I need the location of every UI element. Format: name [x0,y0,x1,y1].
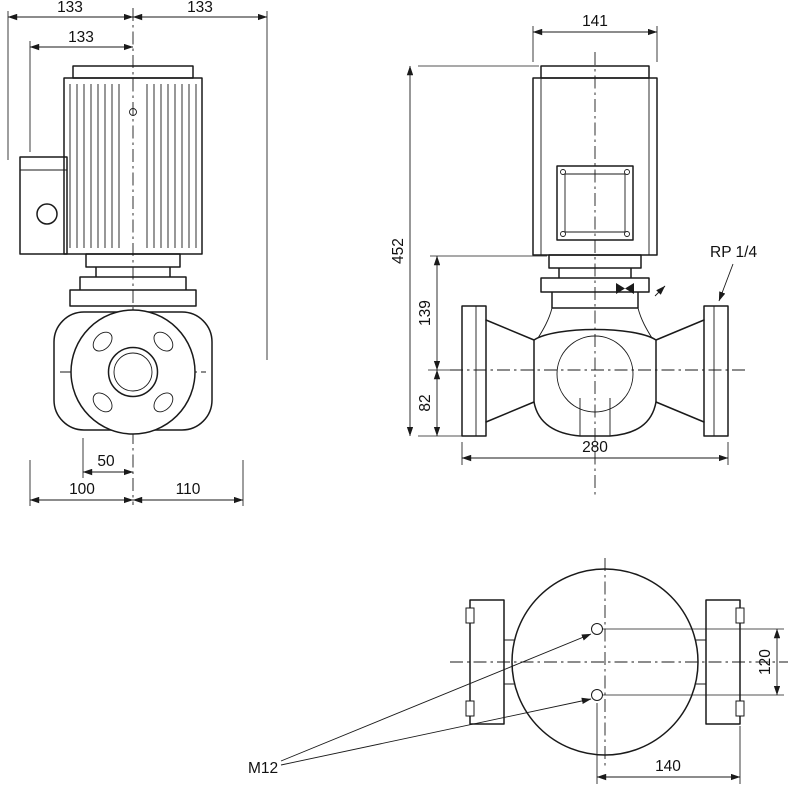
flange-bore-inner-circle [113,352,153,392]
dim-label: 280 [582,439,608,456]
suction-flange [461,305,487,437]
pump-housing-side [461,305,729,437]
bolt-slot [153,392,174,413]
front-top-dimensions: 133 133 133 [7,0,268,360]
pipe-lines [504,639,515,685]
right-flange-top [695,599,745,725]
bolt-slot-notch [465,607,475,624]
thread-label: M12 [248,760,278,777]
port-cones [485,319,705,423]
volute-outline-top [511,568,699,756]
front-bottom-dimensions: 50 100 110 [29,438,244,506]
flange-bolt-slots [92,331,174,413]
bolt-slot-notch [465,700,475,717]
dim-label: 50 [97,453,115,470]
side-dimensions: 141 452 139 82 280 RP 1/4 [390,13,757,465]
rp-leader-line [718,263,734,302]
vent-arrow-icon [654,285,666,297]
motor-frame-lines [540,78,650,255]
dim-label: 452 [390,238,407,264]
bolt-slot [92,331,113,352]
cover-screw-icon [624,169,630,175]
discharge-flange [703,305,729,437]
dim-label: 139 [417,300,434,326]
motor-fins [69,84,197,248]
bolt-slot [153,331,174,352]
dim-label: 100 [69,481,95,498]
dim-label: 141 [582,13,608,30]
bottom-view: 120 140 M12 [248,558,788,784]
volute-inner-circle [556,335,634,413]
pump-head-stack-side [540,254,650,309]
side-view: 141 452 139 82 280 RP 1/4 [390,13,757,498]
flange-plate [469,599,505,725]
vent-valve-icon [616,283,634,294]
m12-leader-top [280,633,592,762]
pipe-lines [695,639,706,685]
pump-head-stack [69,253,197,307]
tapped-hole-top [591,623,603,635]
left-flange-top [465,599,515,725]
terminal-box-face [556,165,634,241]
dim-label: 82 [417,394,434,411]
cover-screw-icon [560,169,566,175]
dim-label: 110 [176,481,201,498]
volute-detail-lines [537,307,653,436]
motor-lifting-eyelet [129,108,137,116]
bolt-slot-notch [735,607,745,624]
dim-label: 133 [68,29,94,46]
cover-screw-icon [560,231,566,237]
bottom-dimensions: 120 140 M12 [248,628,784,784]
flange-bore-circle [107,346,159,398]
m12-leader-bottom [280,697,592,766]
bolt-slot-notch [735,700,745,717]
dim-label: 120 [757,649,774,675]
terminal-box-cover-inner [564,173,626,233]
flange-plate [705,599,741,725]
flange-outer-circle [70,309,196,435]
dim-label: 133 [187,0,213,16]
terminal-box [19,156,68,255]
port-thread-label: RP 1/4 [710,244,757,261]
dim-label: 133 [57,0,83,16]
volute-outline [533,328,657,437]
cable-gland-icon [36,203,58,225]
terminal-box-cover [556,165,634,241]
cover-screw-icon [624,231,630,237]
dim-label: 140 [655,758,681,775]
terminal-box-body [19,156,68,255]
front-view: 133 133 133 50 100 110 [7,0,268,506]
tapped-hole-bottom [591,689,603,701]
bolt-slot [92,392,113,413]
